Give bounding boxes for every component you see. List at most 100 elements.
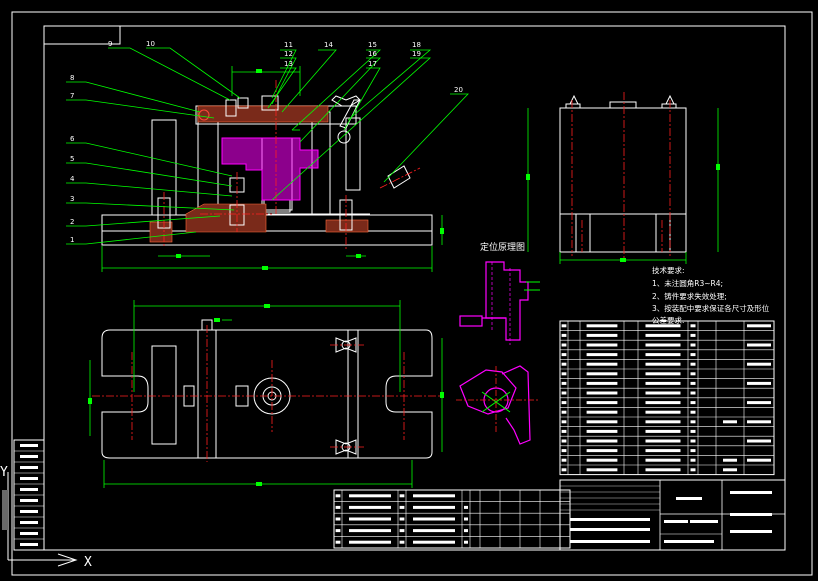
table-cell-mark [747,420,771,424]
table-cell-mark [399,540,405,544]
table-cell-mark [747,401,771,405]
table-cell-mark [561,343,567,347]
table-cell-mark [464,505,468,509]
table-cell-mark [399,505,405,509]
table-cell-mark [349,494,391,498]
table-cell-mark [690,372,696,376]
title-block-mark [570,518,650,521]
balloon-6: 6 [70,135,75,143]
table-cell-mark [561,449,567,453]
table-cell-mark [413,517,455,521]
table-cell-mark [723,468,737,472]
table-cell-mark [690,468,696,472]
top-view [88,300,444,488]
table-cell-mark [586,381,618,385]
table-cell-mark [413,505,455,509]
balloon-2: 2 [70,218,74,226]
table-cell-mark [645,372,681,376]
table-cell-mark [399,494,405,498]
balloon-8: 8 [70,74,74,82]
table-cell-mark [20,466,38,469]
parts-list-table [559,320,775,476]
table-cell-mark [747,362,771,366]
table-cell-mark [335,505,341,509]
table-cell-mark [586,343,618,347]
table-cell-mark [690,449,696,453]
table-cell-mark [645,391,681,395]
table-cell-mark [413,494,455,498]
balloon-17: 17 [368,60,377,68]
table-cell-mark [349,529,391,533]
table-cell-mark [335,540,341,544]
table-cell-mark [464,517,468,521]
table-cell-mark [645,458,681,462]
balloon-13: 13 [284,60,293,68]
table-cell-mark [586,362,618,366]
ucs-axis-icon: Y X [0,465,92,570]
table-cell-mark [690,458,696,462]
title-block-mark [730,491,772,494]
table-cell-mark [690,333,696,337]
table-cell-mark [586,468,618,472]
table-cell-mark [20,477,38,480]
table-cell-mark [645,324,681,328]
title-block-mark [730,513,772,516]
table-cell-mark [690,353,696,357]
tech-note-3: 3、按装配中要求保证各尺寸及形位 [652,303,770,313]
table-cell-mark [561,391,567,395]
balloon-9: 9 [108,40,112,48]
title-block-mark [664,520,688,523]
table-cell-mark [20,532,38,535]
table-cell-mark [747,343,771,347]
ucs-y-label: Y [0,465,8,480]
base-plate [101,214,433,246]
table-cell-mark [349,517,391,521]
table-cell-mark [561,439,567,443]
table-cell-mark [690,324,696,328]
table-cell-mark [645,420,681,424]
leader-lines [66,47,469,245]
table-cell-mark [690,410,696,414]
title-block-mark [690,520,718,523]
table-cell-mark [20,510,38,513]
balloon-20: 20 [454,86,463,94]
table-cell-mark [586,353,618,357]
table-cell-mark [561,372,567,376]
table-cell-mark [335,517,341,521]
table-cell-mark [690,420,696,424]
table-cell-mark [561,381,567,385]
table-cell-mark [349,540,391,544]
base-section-hatch [185,203,267,233]
table-cell-mark [645,410,681,414]
table-cell-mark [747,381,771,385]
table-cell-mark [561,468,567,472]
table-cell-mark [335,494,341,498]
balloon-7: 7 [70,92,74,100]
table-cell-mark [561,410,567,414]
table-cell-mark [690,391,696,395]
table-cell-mark [561,324,567,328]
balloon-11: 11 [284,41,293,49]
balloon-10: 10 [146,40,155,48]
table-cell-mark [20,543,38,546]
table-cell-mark [413,540,455,544]
table-cell-mark [586,429,618,433]
title-block-mark [570,528,650,531]
side-view [526,92,720,264]
table-cell-mark [586,372,618,376]
front-view: 9 10 11 12 13 14 15 16 17 18 19 20 8 7 6… [66,40,469,272]
table-cell-mark [586,410,618,414]
tech-note-1: 1、未注圆角R3~R4; [652,278,723,288]
table-cell-mark [561,420,567,424]
balloon-19: 19 [412,50,421,58]
table-cell-mark [464,529,468,533]
balloon-1: 1 [70,236,74,244]
table-cell-mark [586,420,618,424]
title-block-mark [676,497,702,500]
table-cell-mark [645,362,681,366]
balloon-14: 14 [324,41,333,49]
revision-strip [13,439,45,551]
bridge-section-hatch [197,105,329,123]
table-cell-mark [20,499,38,502]
